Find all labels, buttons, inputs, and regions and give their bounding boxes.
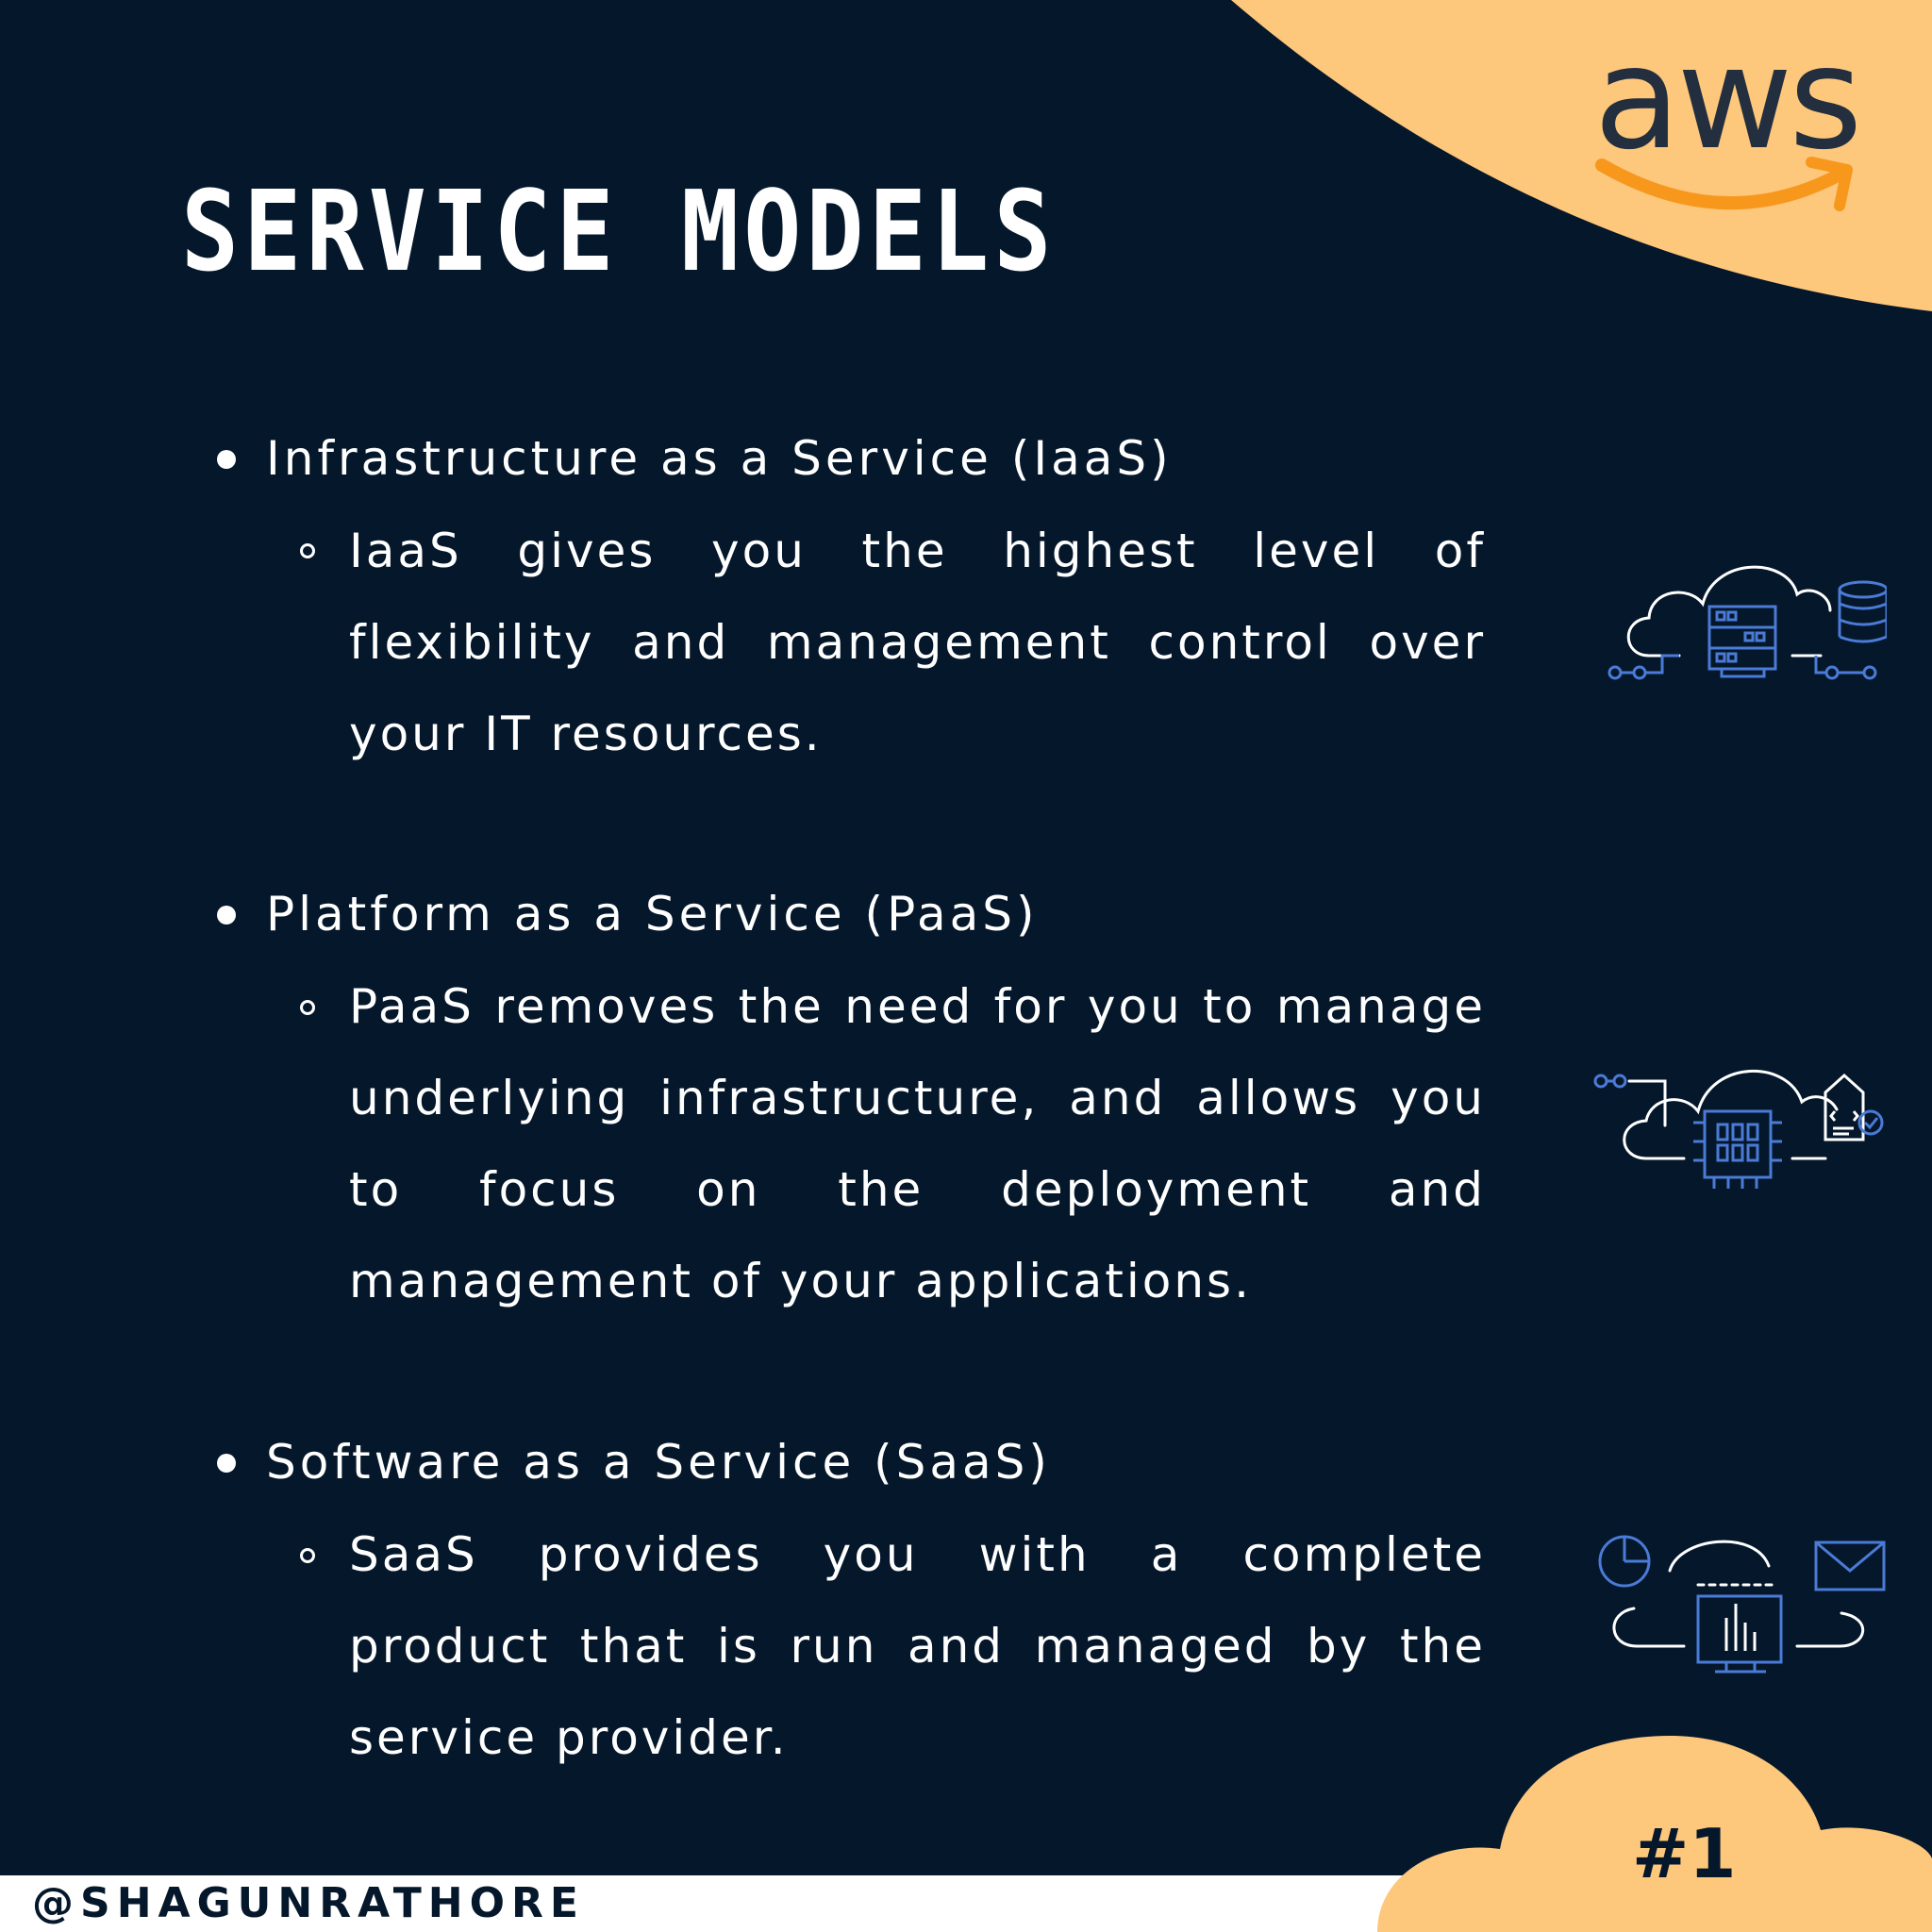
sub-bullet-circle: [300, 543, 315, 558]
aws-logo-text: aws: [1593, 17, 1863, 181]
item-title: Infrastructure as a Service (IaaS): [266, 431, 1173, 486]
page-number-cloud: [1377, 1736, 1932, 1932]
aws-logo: aws: [1585, 28, 1868, 217]
cloud-server-database-icon: [1607, 565, 1887, 680]
page-title: SERVICE MODELS: [181, 166, 1057, 296]
aws-smile-icon: [1595, 157, 1853, 211]
item-description: IaaS gives you the highest level of flex…: [349, 524, 1486, 761]
bullet-dot: [217, 906, 236, 924]
author-handle: @SHAGUNRATHORE: [32, 1879, 585, 1927]
bullet-dot: [217, 450, 236, 469]
item-title: Platform as a Service (PaaS): [266, 887, 1039, 941]
page-number-badge: #1: [1632, 1814, 1737, 1893]
item-title: Software as a Service (SaaS): [266, 1435, 1051, 1490]
footer-bar: [0, 1875, 1415, 1932]
item-description: PaaS removes the need for you to manage …: [349, 979, 1486, 1308]
cloud-chip-certificate-icon: [1593, 1070, 1884, 1189]
sub-bullet-circle: [300, 1548, 315, 1563]
cloud-monitor-mail-icon: [1598, 1535, 1886, 1674]
item-description: SaaS provides you with a complete produc…: [349, 1527, 1486, 1765]
bullet-dot: [217, 1454, 236, 1473]
sub-bullet-circle: [300, 1000, 315, 1015]
